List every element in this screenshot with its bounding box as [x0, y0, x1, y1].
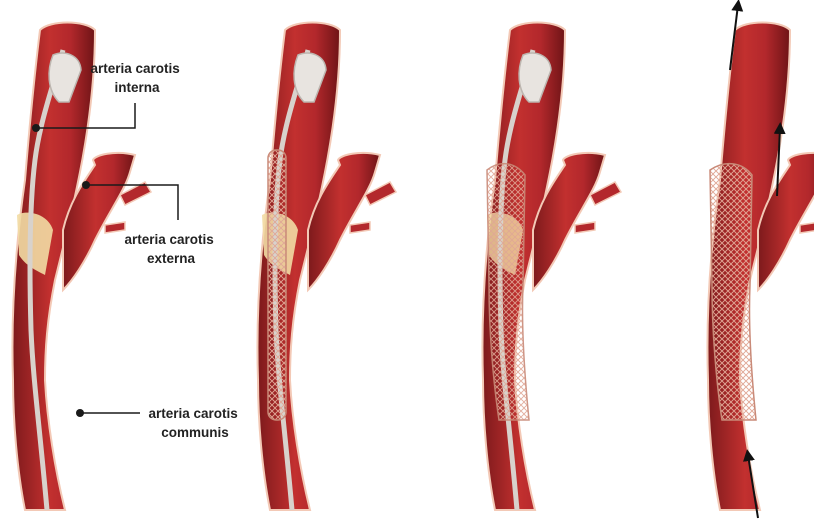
panel-step-4 — [708, 5, 814, 518]
panel-step-2 — [258, 23, 397, 511]
leader-communis — [76, 409, 140, 417]
label-communis: arteria carotis communis — [148, 406, 241, 440]
panel-step-3 — [483, 23, 622, 511]
label-interna: arteria carotis interna — [90, 61, 183, 95]
collapsed-stent — [268, 150, 286, 420]
panel-step-1 — [13, 23, 152, 511]
deployed-stent — [710, 164, 756, 420]
label-externa: arteria carotis externa — [124, 232, 217, 266]
